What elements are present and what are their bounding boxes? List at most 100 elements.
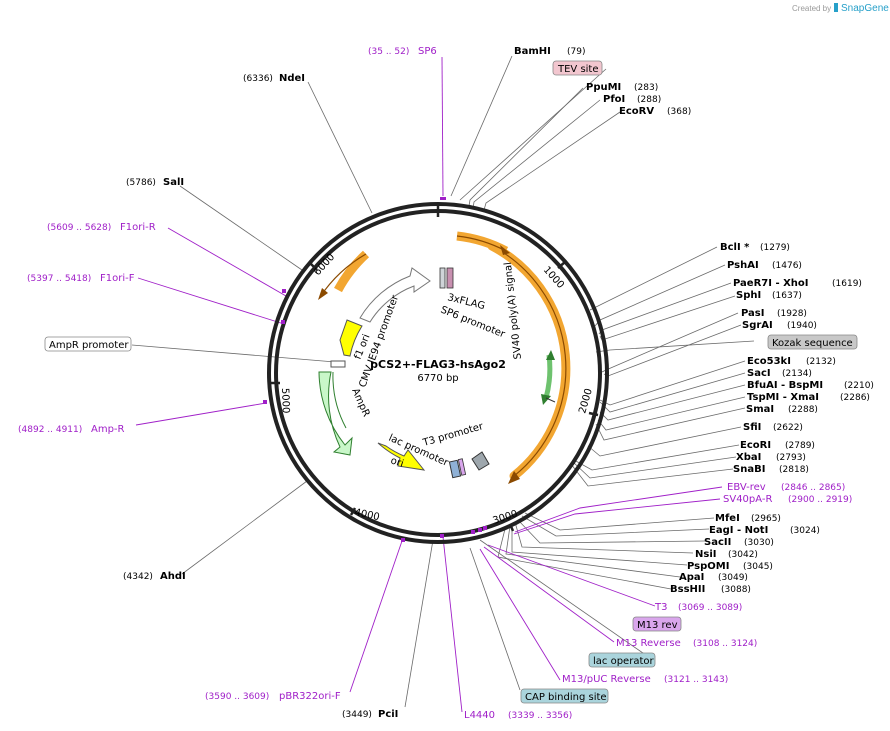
enzyme-pos: (1637)	[772, 291, 802, 301]
feature-ampr: AmpR	[349, 387, 371, 419]
enzyme-name: PfoI	[603, 94, 625, 105]
primer-name: pBR322ori-F	[279, 691, 341, 702]
enzyme-pos: (2210)	[844, 381, 874, 391]
enzyme-name: NdeI	[279, 73, 305, 84]
feature-box-cap: CAP binding site	[525, 692, 607, 703]
enzyme-name: ApaI	[679, 572, 704, 583]
enzyme-pos: (3449)	[342, 710, 372, 720]
primer-pos: (5609 .. 5628)	[47, 223, 111, 233]
enzyme-name: MfeI	[715, 513, 740, 524]
primer-pos: (4892 .. 4911)	[18, 425, 82, 435]
feature-box-tev: TEV site	[557, 64, 599, 75]
snapgene-logo-icon	[834, 3, 838, 12]
enzyme-pos: (4342)	[123, 572, 153, 582]
feature-sp6-promoter: SP6 promoter	[439, 305, 507, 341]
enzyme-pos: (3045)	[743, 562, 773, 572]
ampr-arrow	[318, 371, 353, 456]
enzyme-pos: (2622)	[773, 423, 803, 433]
primer-name: T3	[654, 602, 667, 613]
primer-pos: (5397 .. 5418)	[27, 274, 91, 284]
enzyme-pos: (3042)	[728, 550, 758, 560]
enzyme-name: EcoRV	[619, 106, 654, 117]
feature-box-lac-operator: lac operator	[593, 656, 654, 667]
enzyme-pos: (1476)	[772, 261, 802, 271]
enzyme-pos: (3030)	[744, 538, 774, 548]
enzyme-pos: (288)	[637, 95, 661, 105]
enzyme-name: BamHI	[514, 46, 551, 57]
primer-name: SP6	[418, 46, 437, 57]
enzyme-pos: (3088)	[721, 585, 751, 595]
orf-arc-small-top	[456, 231, 509, 256]
enzyme-name: SphI	[736, 290, 761, 301]
enzyme-name: XbaI	[736, 452, 761, 463]
enzyme-name: AhdI	[160, 571, 186, 582]
primer-pos: (2900 .. 2919)	[788, 495, 852, 505]
primer-name: F1ori-R	[120, 222, 156, 233]
primer-pos: (35 .. 52)	[368, 47, 409, 57]
enzyme-name: PasI	[741, 308, 764, 319]
feature-sv40-polya: SV40 poly(A) signal	[503, 262, 524, 360]
enzyme-pos: (1619)	[832, 279, 862, 289]
credit-prefix: Created by	[792, 4, 831, 13]
primer-marks	[263, 197, 487, 542]
sv40-arrow	[543, 354, 553, 399]
enzyme-name: BclI *	[720, 242, 750, 253]
primer-pos: (3121 .. 3143)	[664, 675, 728, 685]
enzyme-name: NsiI	[695, 549, 716, 560]
feature-box-m13rev: M13 rev	[637, 620, 678, 631]
enzyme-name: PshAI	[727, 260, 759, 271]
primer-leader-lines	[135, 56, 723, 713]
primer-name: M13/pUC Reverse	[562, 674, 651, 685]
enzyme-pos: (2288)	[788, 405, 818, 415]
enzyme-pos: (3049)	[718, 573, 748, 583]
enzyme-name: BssHII	[670, 584, 705, 595]
enzyme-name: PpuMI	[586, 82, 621, 93]
feature-t3-promoter: T3 promoter	[421, 421, 485, 449]
top-features	[439, 267, 454, 289]
enzyme-pos: (2132)	[806, 357, 836, 367]
ampr-promoter-mark	[330, 360, 346, 368]
enzyme-name: SmaI	[746, 404, 774, 415]
cmv-promoter-arrow	[359, 267, 431, 323]
boxed-feature-labels: TEV site Kozak sequence M13 rev lac oper…	[44, 60, 858, 704]
enzyme-name: SnaBI	[733, 464, 765, 475]
enzyme-pos: (2818)	[779, 465, 809, 475]
enzyme-pos: (1279)	[760, 243, 790, 253]
enzyme-labels: BamHI (79) PpuMI (283) PfoI (288) EcoRV …	[123, 46, 874, 720]
feature-box-ampr-promoter: AmpR promoter	[49, 340, 129, 351]
primer-pos: (3069 .. 3089)	[678, 603, 742, 613]
primer-name: M13 Reverse	[616, 638, 681, 649]
enzyme-pos: (283)	[634, 83, 658, 93]
enzyme-name: SfiI	[743, 422, 761, 433]
enzyme-pos: (2965)	[751, 514, 781, 524]
enzyme-pos: (2286)	[840, 393, 870, 403]
enzyme-pos: (79)	[567, 47, 585, 57]
enzyme-name: EagI - NotI	[709, 525, 768, 536]
enzyme-pos: (5786)	[126, 178, 156, 188]
plasmid-name: pCS2+-FLAG3-hsAgo2	[370, 358, 506, 371]
primer-name: SV40pA-R	[723, 494, 772, 505]
enzyme-pos: (2793)	[776, 453, 806, 463]
mcs-features	[448, 451, 490, 479]
enzyme-pos: (3024)	[790, 526, 820, 536]
primer-name: Amp-R	[91, 424, 125, 435]
enzyme-leader-lines	[179, 55, 755, 708]
primer-pos: (2846 .. 2865)	[781, 483, 845, 493]
feature-box-kozak: Kozak sequence	[772, 338, 853, 349]
primer-name: L4440	[464, 710, 495, 721]
enzyme-name: PaeR7I - XhoI	[733, 278, 809, 289]
primer-name: EBV-rev	[727, 482, 766, 493]
enzyme-name: SgrAI	[742, 320, 773, 331]
enzyme-name: PciI	[378, 709, 398, 720]
enzyme-name: PspOMI	[687, 561, 729, 572]
enzyme-name: Eco53kI	[747, 356, 791, 367]
feature-ori: ori	[389, 455, 405, 469]
enzyme-pos: (1928)	[777, 309, 807, 319]
primer-pos: (3590 .. 3609)	[205, 692, 269, 702]
ori-arrow	[377, 442, 426, 471]
tick-4000: 4000	[353, 507, 380, 523]
plasmid-length: 6770 bp	[417, 373, 458, 384]
primer-labels: (35 .. 52) SP6 EBV-rev (2846 .. 2865) SV…	[18, 46, 852, 721]
enzyme-pos: (2789)	[785, 441, 815, 451]
